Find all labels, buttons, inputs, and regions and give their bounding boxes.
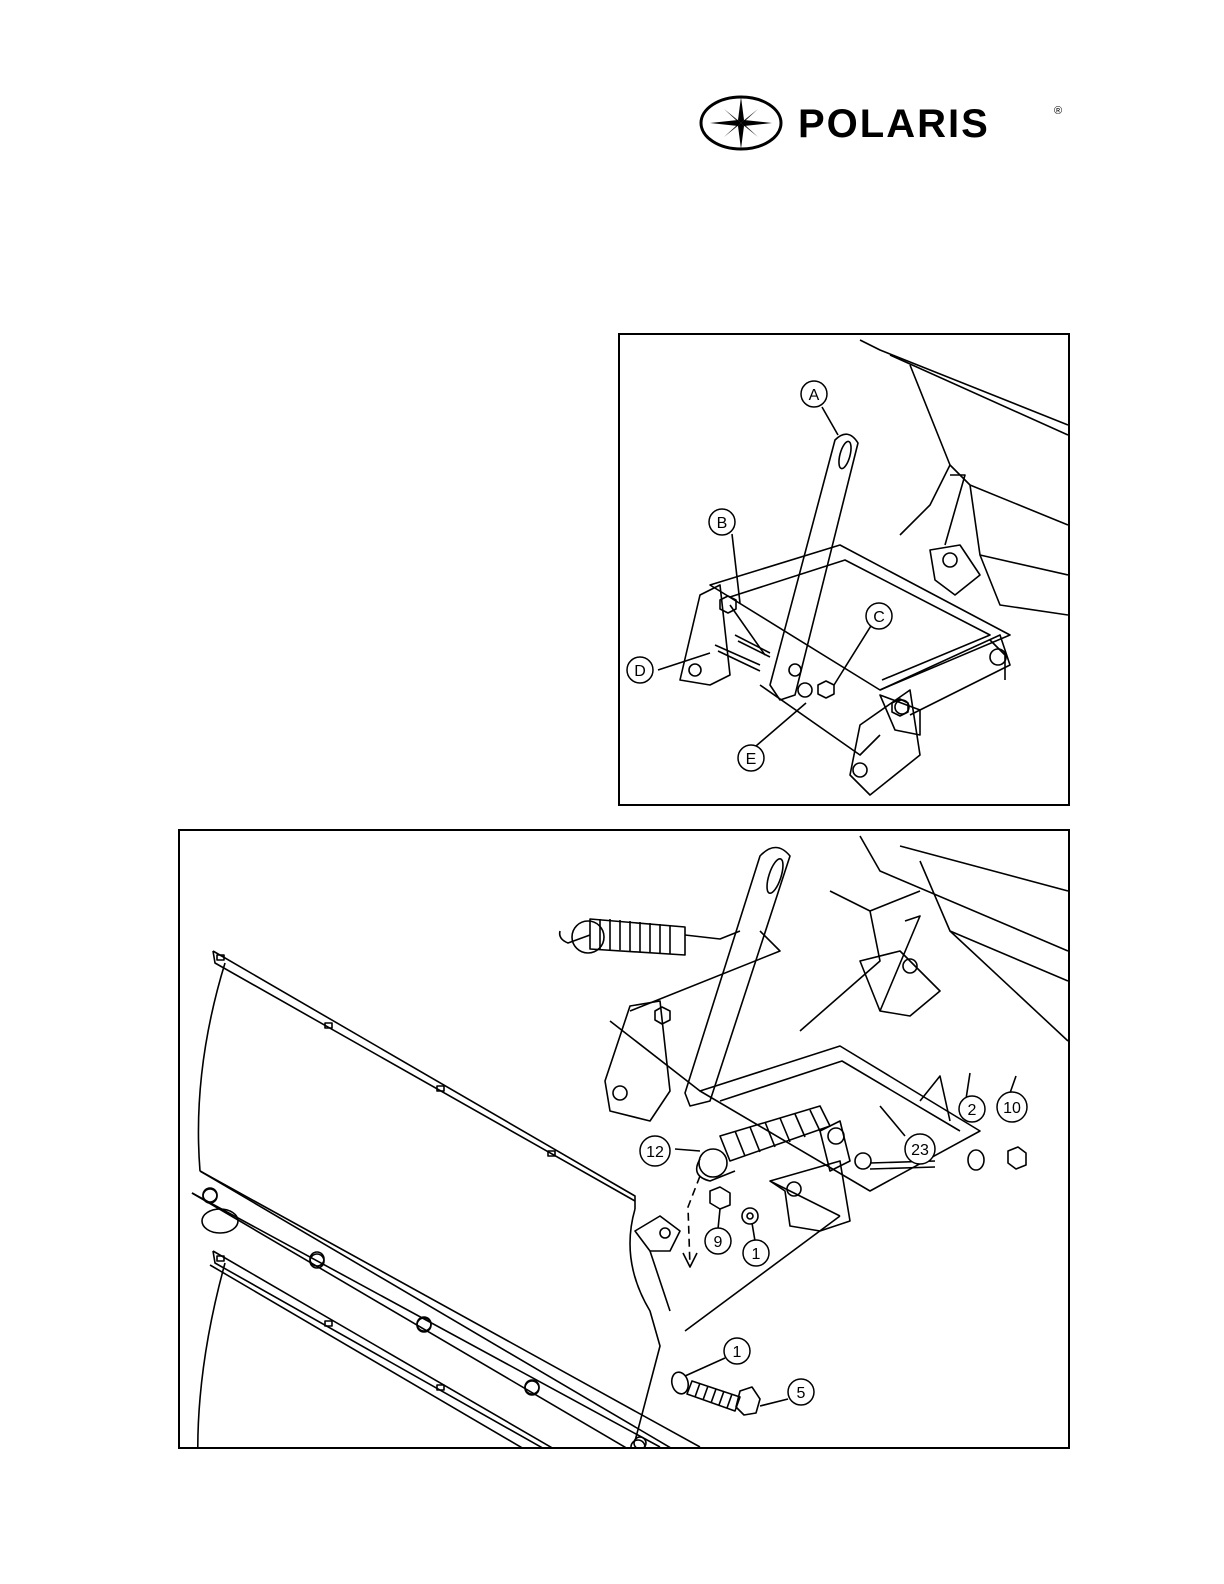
callout-23: 23: [905, 1134, 935, 1164]
plow-blade: [192, 1171, 880, 1447]
polaris-logo: POLARIS ®: [698, 92, 1070, 154]
svg-text:1: 1: [733, 1344, 742, 1361]
callout-12: 12: [640, 1136, 670, 1166]
callout-2: 2: [959, 1096, 985, 1122]
registered-mark: ®: [1054, 105, 1062, 117]
svg-text:23: 23: [911, 1142, 929, 1159]
svg-text:B: B: [717, 515, 728, 532]
svg-text:E: E: [746, 751, 757, 768]
callout-e: E: [738, 745, 764, 771]
svg-text:2: 2: [968, 1102, 977, 1119]
callout-b: B: [709, 509, 735, 535]
callout-1-upper: 1: [743, 1240, 769, 1266]
spring-stub-b: [730, 605, 770, 657]
svg-text:5: 5: [797, 1385, 806, 1402]
callout-9: 9: [705, 1228, 731, 1254]
pivot-pin-23: [855, 1147, 1026, 1170]
svg-text:1: 1: [752, 1246, 761, 1263]
figure-blade-assembly: 2 10 12 23 9 1 1 5: [178, 829, 1070, 1449]
callout-d: D: [627, 657, 653, 683]
svg-text:10: 10: [1003, 1100, 1021, 1117]
svg-text:D: D: [634, 663, 646, 680]
blade-assembly-drawing: 2 10 12 23 9 1 1 5: [180, 831, 1068, 1447]
callout-5: 5: [788, 1379, 814, 1405]
svg-text:12: 12: [646, 1144, 664, 1161]
north-star-icon: [710, 97, 772, 149]
svg-text:9: 9: [714, 1234, 723, 1251]
bolt-5: [669, 1370, 760, 1415]
callout-a: A: [801, 381, 827, 407]
svg-text:C: C: [873, 609, 885, 626]
svg-text:A: A: [809, 387, 820, 404]
upper-spring: [560, 919, 740, 955]
hitch-bracket-drawing: A B C D E: [620, 335, 1068, 804]
callout-c: C: [866, 603, 892, 629]
figure-hitch-bracket: A B C D E: [618, 333, 1070, 806]
callout-1-lower: 1: [724, 1338, 750, 1364]
callout-10: 10: [997, 1092, 1027, 1122]
brand-wordmark: POLARIS: [798, 102, 990, 146]
